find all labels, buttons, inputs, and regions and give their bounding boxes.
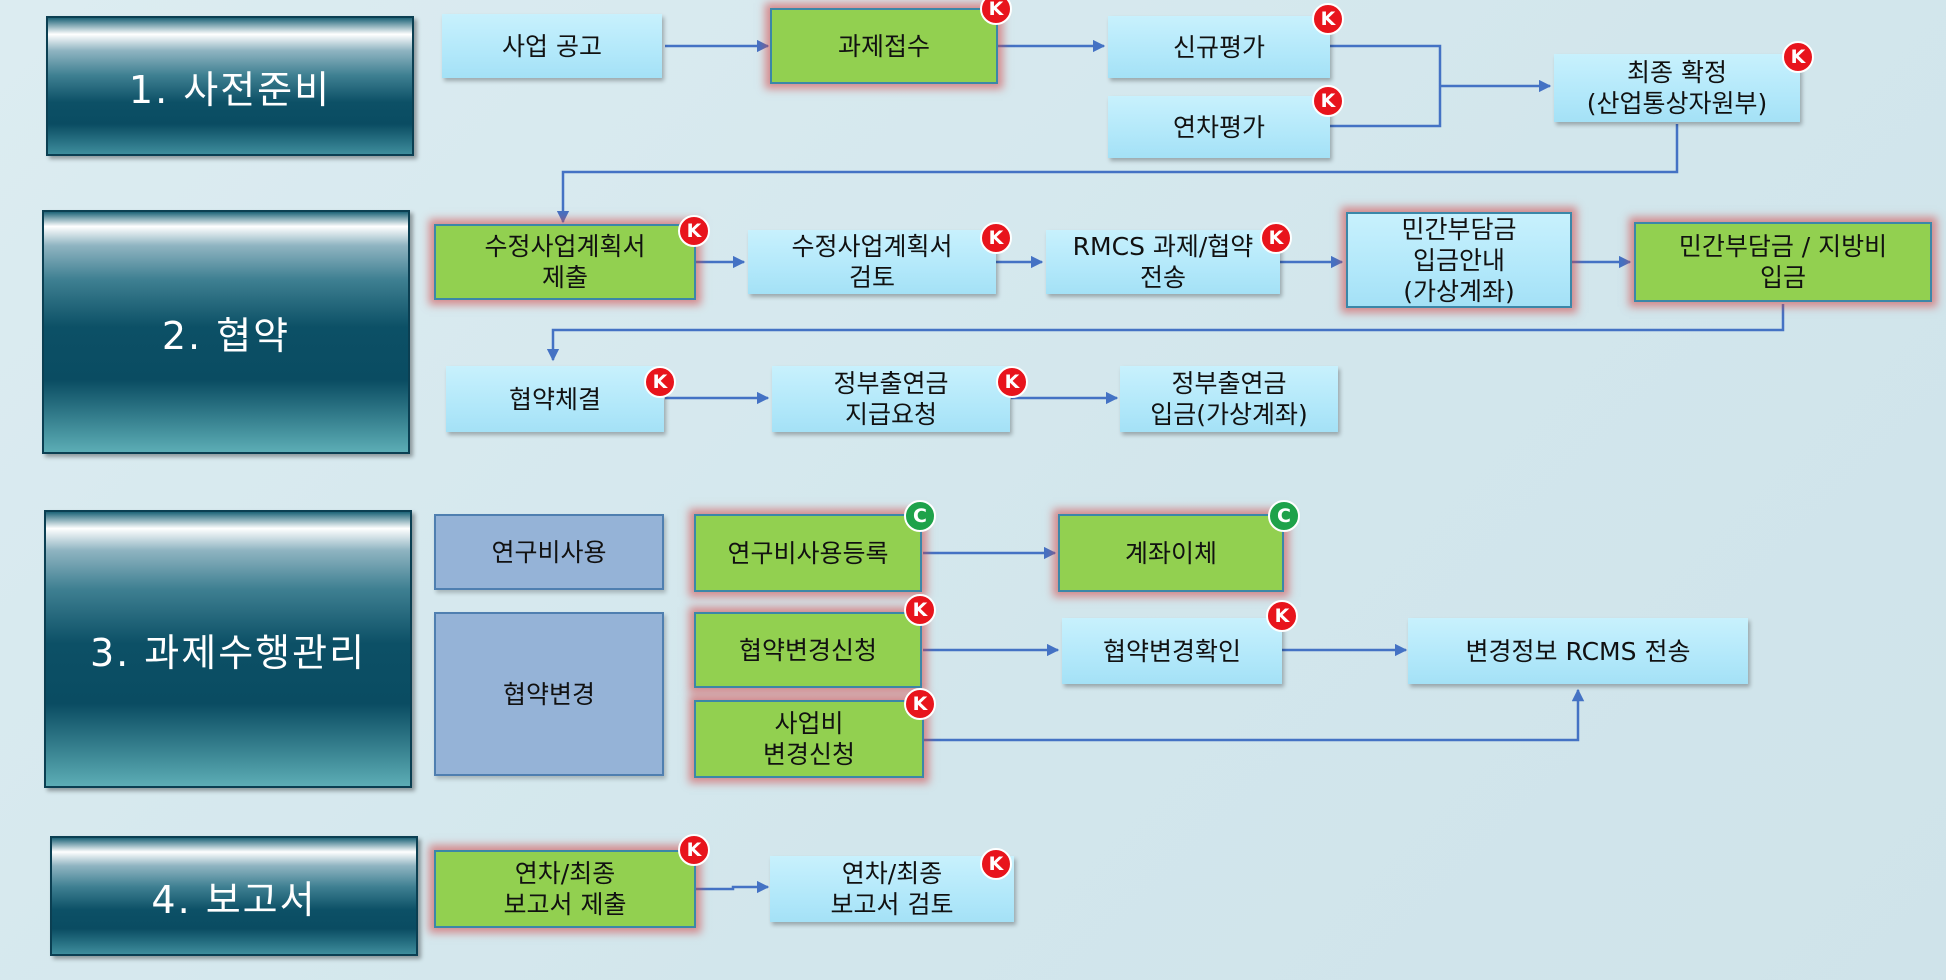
- node-private-deposit-notice: 민간부담금 입금안내 (가상계좌): [1346, 212, 1572, 308]
- node-account-transfer: 계좌이체: [1058, 514, 1284, 592]
- node-change-confirm: 협약변경확인: [1062, 618, 1282, 684]
- node-agreement-sign: 협약체결: [446, 366, 664, 432]
- badge-k-final-confirm: K: [1782, 41, 1814, 73]
- node-rnd-expense-register: 연구비사용등록: [694, 514, 922, 592]
- phase-4-header: 4. 보고서: [50, 836, 418, 956]
- badge-k-report-review: K: [980, 848, 1012, 880]
- node-budget-change-request: 사업비 변경신청: [694, 700, 924, 778]
- badge-k-change-request: K: [904, 594, 936, 626]
- badge-k-budget-change: K: [904, 688, 936, 720]
- badge-c-account-transfer: C: [1268, 500, 1300, 532]
- node-annual-eval: 연차평가: [1108, 96, 1330, 158]
- badge-k-rmcs-send: K: [1260, 222, 1292, 254]
- node-revised-plan-review: 수정사업계획서 검토: [748, 230, 996, 294]
- node-change-request: 협약변경신청: [694, 612, 922, 688]
- phase-2-label: 2. 협약: [161, 313, 291, 358]
- node-revised-plan-submit: 수정사업계획서 제출: [434, 224, 696, 300]
- phase-3-header: 3. 과제수행관리: [44, 510, 412, 788]
- arrow-final-revplan: [556, 124, 1679, 224]
- node-gov-payment-deposit: 정부출연금 입금(가상계좌): [1120, 366, 1338, 432]
- phase-3-label: 3. 과제수행관리: [89, 630, 367, 675]
- node-final-confirm: 최종 확정 (산업통상자원부): [1554, 54, 1800, 122]
- node-gov-payment-request: 정부출연금 지급요청: [772, 366, 1010, 432]
- node-report-review: 연차/최종 보고서 검토: [770, 856, 1014, 922]
- arrow-budget-rcms: [924, 688, 1585, 742]
- badge-k-change-confirm: K: [1266, 600, 1298, 632]
- phase-1-header: 1. 사전준비: [46, 16, 414, 156]
- phase-4-label: 4. 보고서: [151, 877, 317, 922]
- badge-k-new-eval: K: [1312, 3, 1344, 35]
- phase-2-header: 2. 협약: [42, 210, 410, 454]
- arrow-evals-merge: [1330, 44, 1442, 128]
- node-announce: 사업 공고: [442, 14, 662, 78]
- node-new-eval: 신규평가: [1108, 16, 1330, 78]
- badge-k-revised-plan-submit: K: [678, 215, 710, 247]
- arrow-report-submit-review: [696, 880, 770, 894]
- phase-1-label: 1. 사전준비: [128, 67, 332, 112]
- badge-k-agreement-sign: K: [644, 366, 676, 398]
- badge-c-rnd-expense-register: C: [904, 500, 936, 532]
- node-rcms-change-send: 변경정보 RCMS 전송: [1408, 618, 1748, 684]
- node-rmcs-send: RMCS 과제/협약 전송: [1046, 230, 1280, 294]
- node-receipt: 과제접수: [770, 8, 998, 84]
- node-agreement-change: 협약변경: [434, 612, 664, 776]
- badge-k-revised-plan-review: K: [980, 222, 1012, 254]
- badge-k-report-submit: K: [678, 834, 710, 866]
- badge-k-gov-payment-request: K: [996, 366, 1028, 398]
- node-private-deposit: 민간부담금 / 지방비 입금: [1634, 222, 1932, 302]
- badge-k-annual-eval: K: [1312, 85, 1344, 117]
- arrow-deposit-agreement: [546, 304, 1785, 362]
- node-report-submit: 연차/최종 보고서 제출: [434, 850, 696, 928]
- badge-k-receipt: K: [980, 0, 1012, 25]
- node-rnd-expense: 연구비사용: [434, 514, 664, 590]
